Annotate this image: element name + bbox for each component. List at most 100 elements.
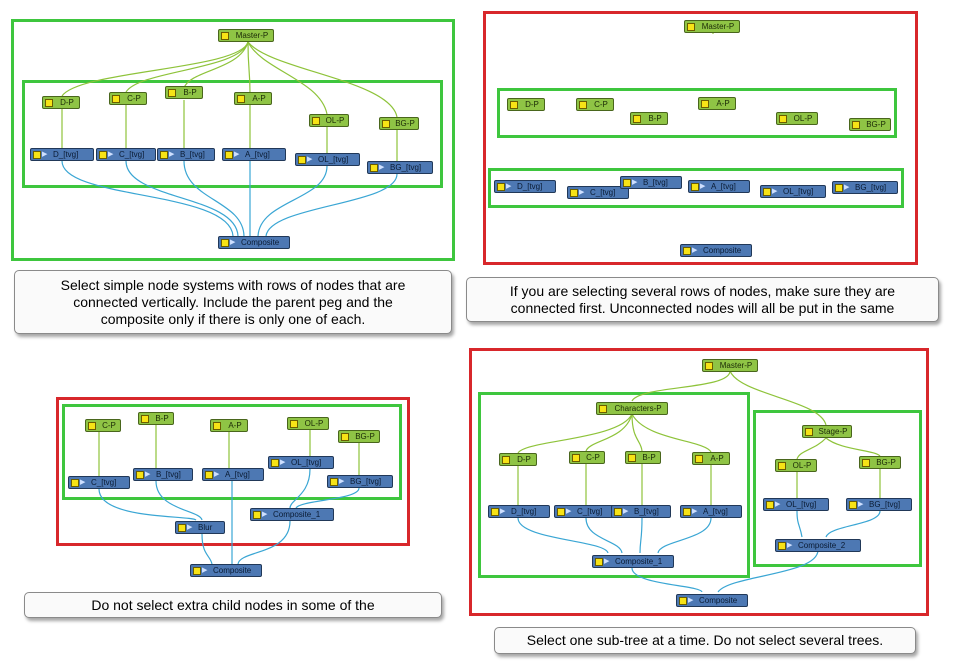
panel-4-data-wires [517,510,881,593]
play-icon: ▶ [262,511,268,518]
composite-node[interactable]: ▶Composite_1 [592,555,674,568]
play-icon: ▶ [280,459,286,466]
read-node[interactable]: ▶A_[tvg] [688,180,750,193]
node-enable-icon [221,239,229,247]
play-icon: ▶ [688,597,694,604]
panel-4-caption: Select one sub-tree at a time. Do not se… [494,627,916,654]
panel-4-characters-box [478,392,750,578]
peg-node[interactable]: D-P [499,453,537,466]
peg-node[interactable]: BG-P [859,456,901,469]
play-icon: ▶ [787,542,793,549]
caption-line: connected vertically. Include the parent… [73,294,393,310]
composite-node[interactable]: ▶Composite_1 [250,508,334,521]
peg-node[interactable]: OL-P [775,459,817,472]
node-enable-icon [168,89,176,97]
peg-node[interactable]: Master-P [702,359,758,372]
composite-node[interactable]: ▶Composite [680,244,752,257]
read-node[interactable]: ▶OL_[tvg] [295,153,360,166]
peg-node[interactable]: Master-P [684,20,740,33]
play-icon: ▶ [234,151,240,158]
read-node[interactable]: ▶B_[tvg] [611,505,671,518]
read-node[interactable]: ▶C_[tvg] [96,148,156,161]
read-node[interactable]: ▶BG_[tvg] [367,161,433,174]
read-node[interactable]: ▶B_[tvg] [620,176,682,189]
node-enable-icon [290,420,298,428]
panel-2-frame [483,11,918,265]
node-enable-icon [862,459,870,467]
node-enable-icon [88,422,96,430]
node-enable-icon [193,567,201,575]
peg-node[interactable]: B-P [138,412,174,425]
peg-node[interactable]: Stage-P [802,425,852,438]
composite-node[interactable]: ▶Composite [218,236,290,249]
panel-4-peg-wires [517,370,881,505]
read-node[interactable]: ▶D_[tvg] [488,505,550,518]
read-node[interactable]: ▶D_[tvg] [30,148,94,161]
peg-node[interactable]: B-P [625,451,661,464]
peg-node[interactable]: B-P [165,86,203,99]
composite-node[interactable]: ▶Composite_2 [775,539,861,552]
peg-node[interactable]: OL-P [776,112,818,125]
read-node[interactable]: ▶D_[tvg] [494,180,556,193]
peg-node[interactable]: A-P [692,452,730,465]
read-node[interactable]: ▶OL_[tvg] [760,185,826,198]
peg-node[interactable]: C-P [569,451,605,464]
composite-node[interactable]: ▶Composite [190,564,262,577]
peg-node[interactable]: OL-P [309,114,349,127]
blur-node[interactable]: ▶Blur [175,521,225,534]
peg-node[interactable]: OL-P [287,417,329,430]
read-node[interactable]: ▶OL_[tvg] [268,456,334,469]
play-icon: ▶ [187,524,193,531]
node-enable-icon [705,362,713,370]
read-node[interactable]: ▶BG_[tvg] [846,498,912,511]
play-icon: ▶ [230,239,236,246]
peg-node[interactable]: BG-P [379,117,419,130]
node-enable-icon [213,422,221,430]
peg-node[interactable]: A-P [234,92,272,105]
read-node[interactable]: ▶B_[tvg] [157,148,215,161]
peg-node[interactable]: D-P [42,96,80,109]
node-enable-icon [312,117,320,125]
peg-node[interactable]: A-P [210,419,248,432]
read-node[interactable]: ▶C_[tvg] [567,186,629,199]
peg-node[interactable]: Master-P [218,29,274,42]
read-node[interactable]: ▶C_[tvg] [554,505,616,518]
node-enable-icon [835,184,843,192]
node-enable-icon [71,479,79,487]
read-node[interactable]: ▶C_[tvg] [68,476,130,489]
caption-line: Select simple node systems with rows of … [60,277,406,293]
node-enable-icon [683,508,691,516]
play-icon: ▶ [506,183,512,190]
play-icon: ▶ [169,151,175,158]
node-enable-icon [614,508,622,516]
peg-node[interactable]: C-P [576,98,614,111]
composite-node[interactable]: ▶Composite [676,594,748,607]
panel-4-stage-box [753,410,922,567]
node-enable-icon [849,501,857,509]
peg-node[interactable]: B-P [630,112,668,125]
play-icon: ▶ [700,183,706,190]
node-enable-icon [599,405,607,413]
play-icon: ▶ [858,501,864,508]
read-node[interactable]: ▶A_[tvg] [202,468,264,481]
node-enable-icon [778,462,786,470]
read-node[interactable]: ▶BG_[tvg] [327,475,393,488]
caption-line: composite only if there is only one of e… [100,311,366,327]
peg-node[interactable]: BG-P [849,118,891,131]
node-enable-icon [253,511,261,519]
node-enable-icon [502,456,510,464]
read-node[interactable]: ▶OL_[tvg] [763,498,829,511]
read-node[interactable]: ▶A_[tvg] [680,505,742,518]
peg-node[interactable]: BG-P [338,430,380,443]
peg-node[interactable]: Characters-P [596,402,668,415]
read-node[interactable]: ▶A_[tvg] [222,148,286,161]
peg-node[interactable]: D-P [507,98,545,111]
node-enable-icon [136,471,144,479]
read-node[interactable]: ▶B_[tvg] [133,468,193,481]
play-icon: ▶ [214,471,220,478]
peg-node[interactable]: A-P [698,97,736,110]
peg-node[interactable]: C-P [109,92,147,105]
peg-node[interactable]: C-P [85,419,121,432]
play-icon: ▶ [604,558,610,565]
read-node[interactable]: ▶BG_[tvg] [832,181,898,194]
